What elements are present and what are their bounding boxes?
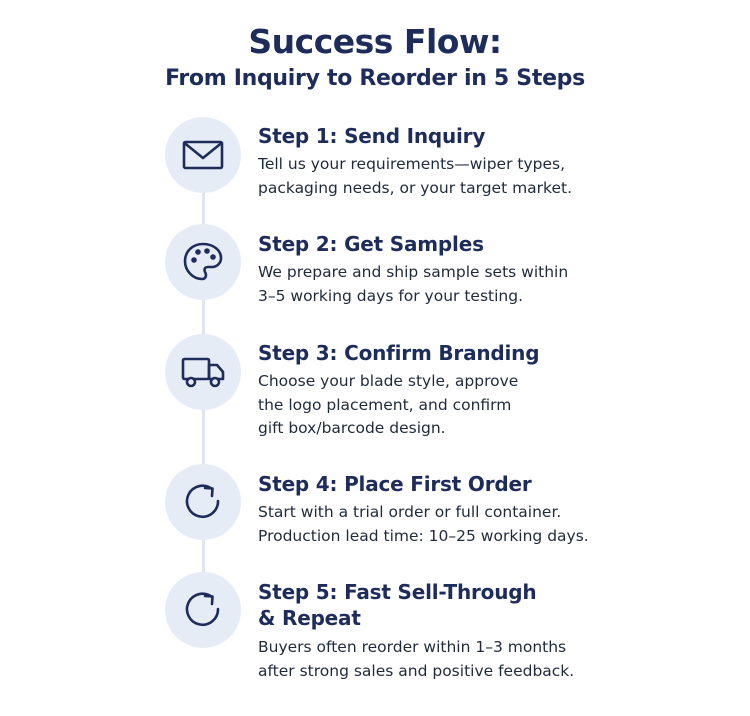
- page-subtitle: From Inquiry to Reorder in 5 Steps: [165, 66, 585, 91]
- refresh-icon: [185, 592, 220, 627]
- step-4-description: Start with a trial order or full contain…: [258, 503, 589, 545]
- step-3-icon-circle: [165, 334, 241, 410]
- step-2-title: Step 2: Get Samples: [258, 232, 484, 256]
- page-title: Success Flow:: [248, 22, 502, 61]
- palette-icon: [183, 242, 223, 281]
- truck-icon: [181, 357, 225, 388]
- refresh-icon: [185, 484, 220, 519]
- step-5-description: Buyers often reorder within 1–3 months a…: [258, 638, 575, 680]
- step-5-icon-circle: [165, 572, 241, 648]
- step-4-title: Step 4: Place First Order: [258, 472, 532, 496]
- step-3-title: Step 3: Confirm Branding: [258, 341, 540, 365]
- step-3-description: Choose your blade style, approve the log…: [258, 372, 519, 437]
- envelope-icon: [182, 140, 224, 170]
- step-4-icon-circle: [165, 464, 241, 540]
- step-1-icon-circle: [165, 117, 241, 193]
- step-5-title: Step 5: Fast Sell-Through & Repeat: [258, 580, 537, 630]
- step-1-description: Tell us your requirements—wiper types, p…: [258, 155, 573, 197]
- step-2-description: We prepare and ship sample sets within 3…: [258, 263, 569, 305]
- step-1-title: Step 1: Send Inquiry: [258, 124, 486, 148]
- step-2-icon-circle: [165, 224, 241, 300]
